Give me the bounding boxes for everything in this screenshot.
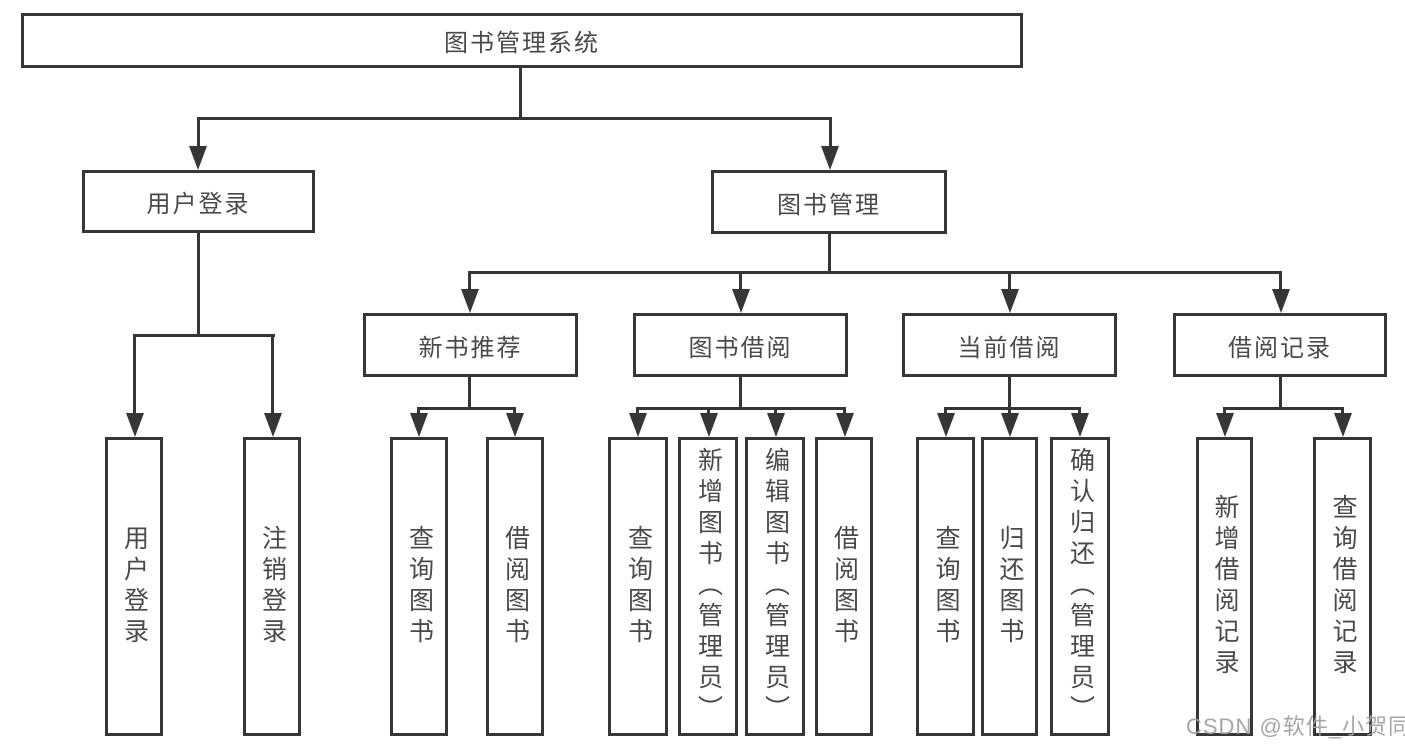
arrow-down-icon [700,413,718,437]
connector-line [774,407,777,417]
node-label: 新书推荐 [418,334,523,362]
node-user-login: 用户登录 [82,170,315,233]
connector-line [1008,376,1011,409]
connector-line [417,407,420,417]
leaf-label: 确认归还（管理员） [1066,447,1095,726]
leaf-user-login: 用户登录 [105,437,163,736]
node-borrowing-records: 借阅记录 [1173,313,1387,377]
connector-line [739,271,742,293]
arrow-down-icon [732,289,750,313]
leaf-logout: 注销登录 [243,437,301,736]
leaf-borrow-books: 借阅图书 [815,437,873,736]
node-label: 借阅记录 [1228,334,1332,362]
csdn-watermark: CSDN @软件_小贺同学 [1186,714,1405,739]
leaf-add-borrow-record: 新增借阅记录 [1196,437,1253,736]
arrow-down-icon [1001,413,1019,437]
leaf-label: 借阅图书 [501,524,530,649]
connector-line [1223,407,1344,410]
leaf-label: 编辑图书（管理员） [761,447,790,726]
leaf-query-books-borrowing: 查询图书 [608,437,668,736]
leaf-label: 新增借阅记录 [1211,493,1239,680]
arrow-down-icon [937,413,955,437]
connector-line [1341,407,1344,417]
arrow-down-icon [189,146,207,170]
node-label: 图书管理系统 [444,30,600,57]
connector-line [519,66,522,118]
leaf-label: 借阅图书 [830,524,859,649]
arrow-down-icon [506,413,524,437]
connector-line [1008,407,1011,417]
leaf-label: 新增图书（管理员） [694,447,723,726]
arrow-down-icon [1334,413,1352,437]
leaf-label: 查询图书 [624,524,653,649]
connector-line [271,334,274,416]
leaf-label: 用户登录 [120,524,149,649]
arrow-down-icon [767,413,785,437]
leaf-edit-book-admin: 编辑图书（管理员） [745,437,805,736]
node-label: 当前借阅 [957,334,1062,362]
leaf-label: 注销登录 [258,524,287,649]
leaf-add-book-admin: 新增图书（管理员） [678,437,738,736]
arrow-down-icon [461,289,479,313]
node-library-management-system: 图书管理系统 [21,13,1023,68]
arrow-down-icon [126,413,144,437]
arrow-down-icon [1071,413,1089,437]
connector-line [197,117,832,120]
connector-line [1279,376,1282,409]
node-label: 图书借阅 [688,334,793,362]
node-book-borrowing: 图书借阅 [633,313,848,377]
leaf-query-borrow-record: 查询借阅记录 [1313,437,1372,736]
connector-line [707,407,710,417]
arrow-down-icon [821,146,839,170]
connector-line [133,334,275,337]
connector-line [1223,407,1226,417]
arrow-down-icon [1216,413,1234,437]
leaf-borrow-books-recommend: 借阅图书 [486,437,544,736]
leaf-return-book: 归还图书 [981,437,1038,736]
connector-line [944,407,1081,410]
connector-line [636,407,846,410]
connector-line [843,407,846,417]
arrow-down-icon [410,413,428,437]
node-label: 图书管理 [777,191,881,219]
connector-line [739,376,742,409]
connector-line [133,334,136,416]
node-new-book-recommend: 新书推荐 [363,313,578,377]
connector-line [513,407,516,417]
leaf-label: 查询图书 [932,524,960,649]
node-label: 用户登录 [146,191,251,218]
connector-line [468,271,471,293]
connector-line [829,117,832,149]
connector-line [418,407,516,410]
connector-line [636,407,639,417]
leaf-label: 查询图书 [405,524,434,649]
connector-line [944,407,947,417]
leaf-label: 查询借阅记录 [1329,493,1357,680]
leaf-label: 归还图书 [996,524,1024,649]
arrow-down-icon [1001,289,1019,313]
connector-line [468,376,471,409]
leaf-query-books-recommend: 查询图书 [390,437,448,736]
connector-line [1279,271,1282,293]
arrow-down-icon [836,413,854,437]
node-current-borrowing: 当前借阅 [902,313,1117,377]
leaf-confirm-return-admin: 确认归还（管理员） [1050,437,1110,736]
connector-line [197,117,200,149]
arrow-down-icon [264,413,282,437]
connector-line [469,271,1282,274]
connector-line [197,232,200,336]
node-book-management: 图书管理 [711,170,947,234]
leaf-query-books-current: 查询图书 [916,437,975,736]
connector-line [1078,407,1081,417]
connector-line [828,233,831,273]
connector-line [1008,271,1011,293]
arrow-down-icon [629,413,647,437]
arrow-down-icon [1272,289,1290,313]
